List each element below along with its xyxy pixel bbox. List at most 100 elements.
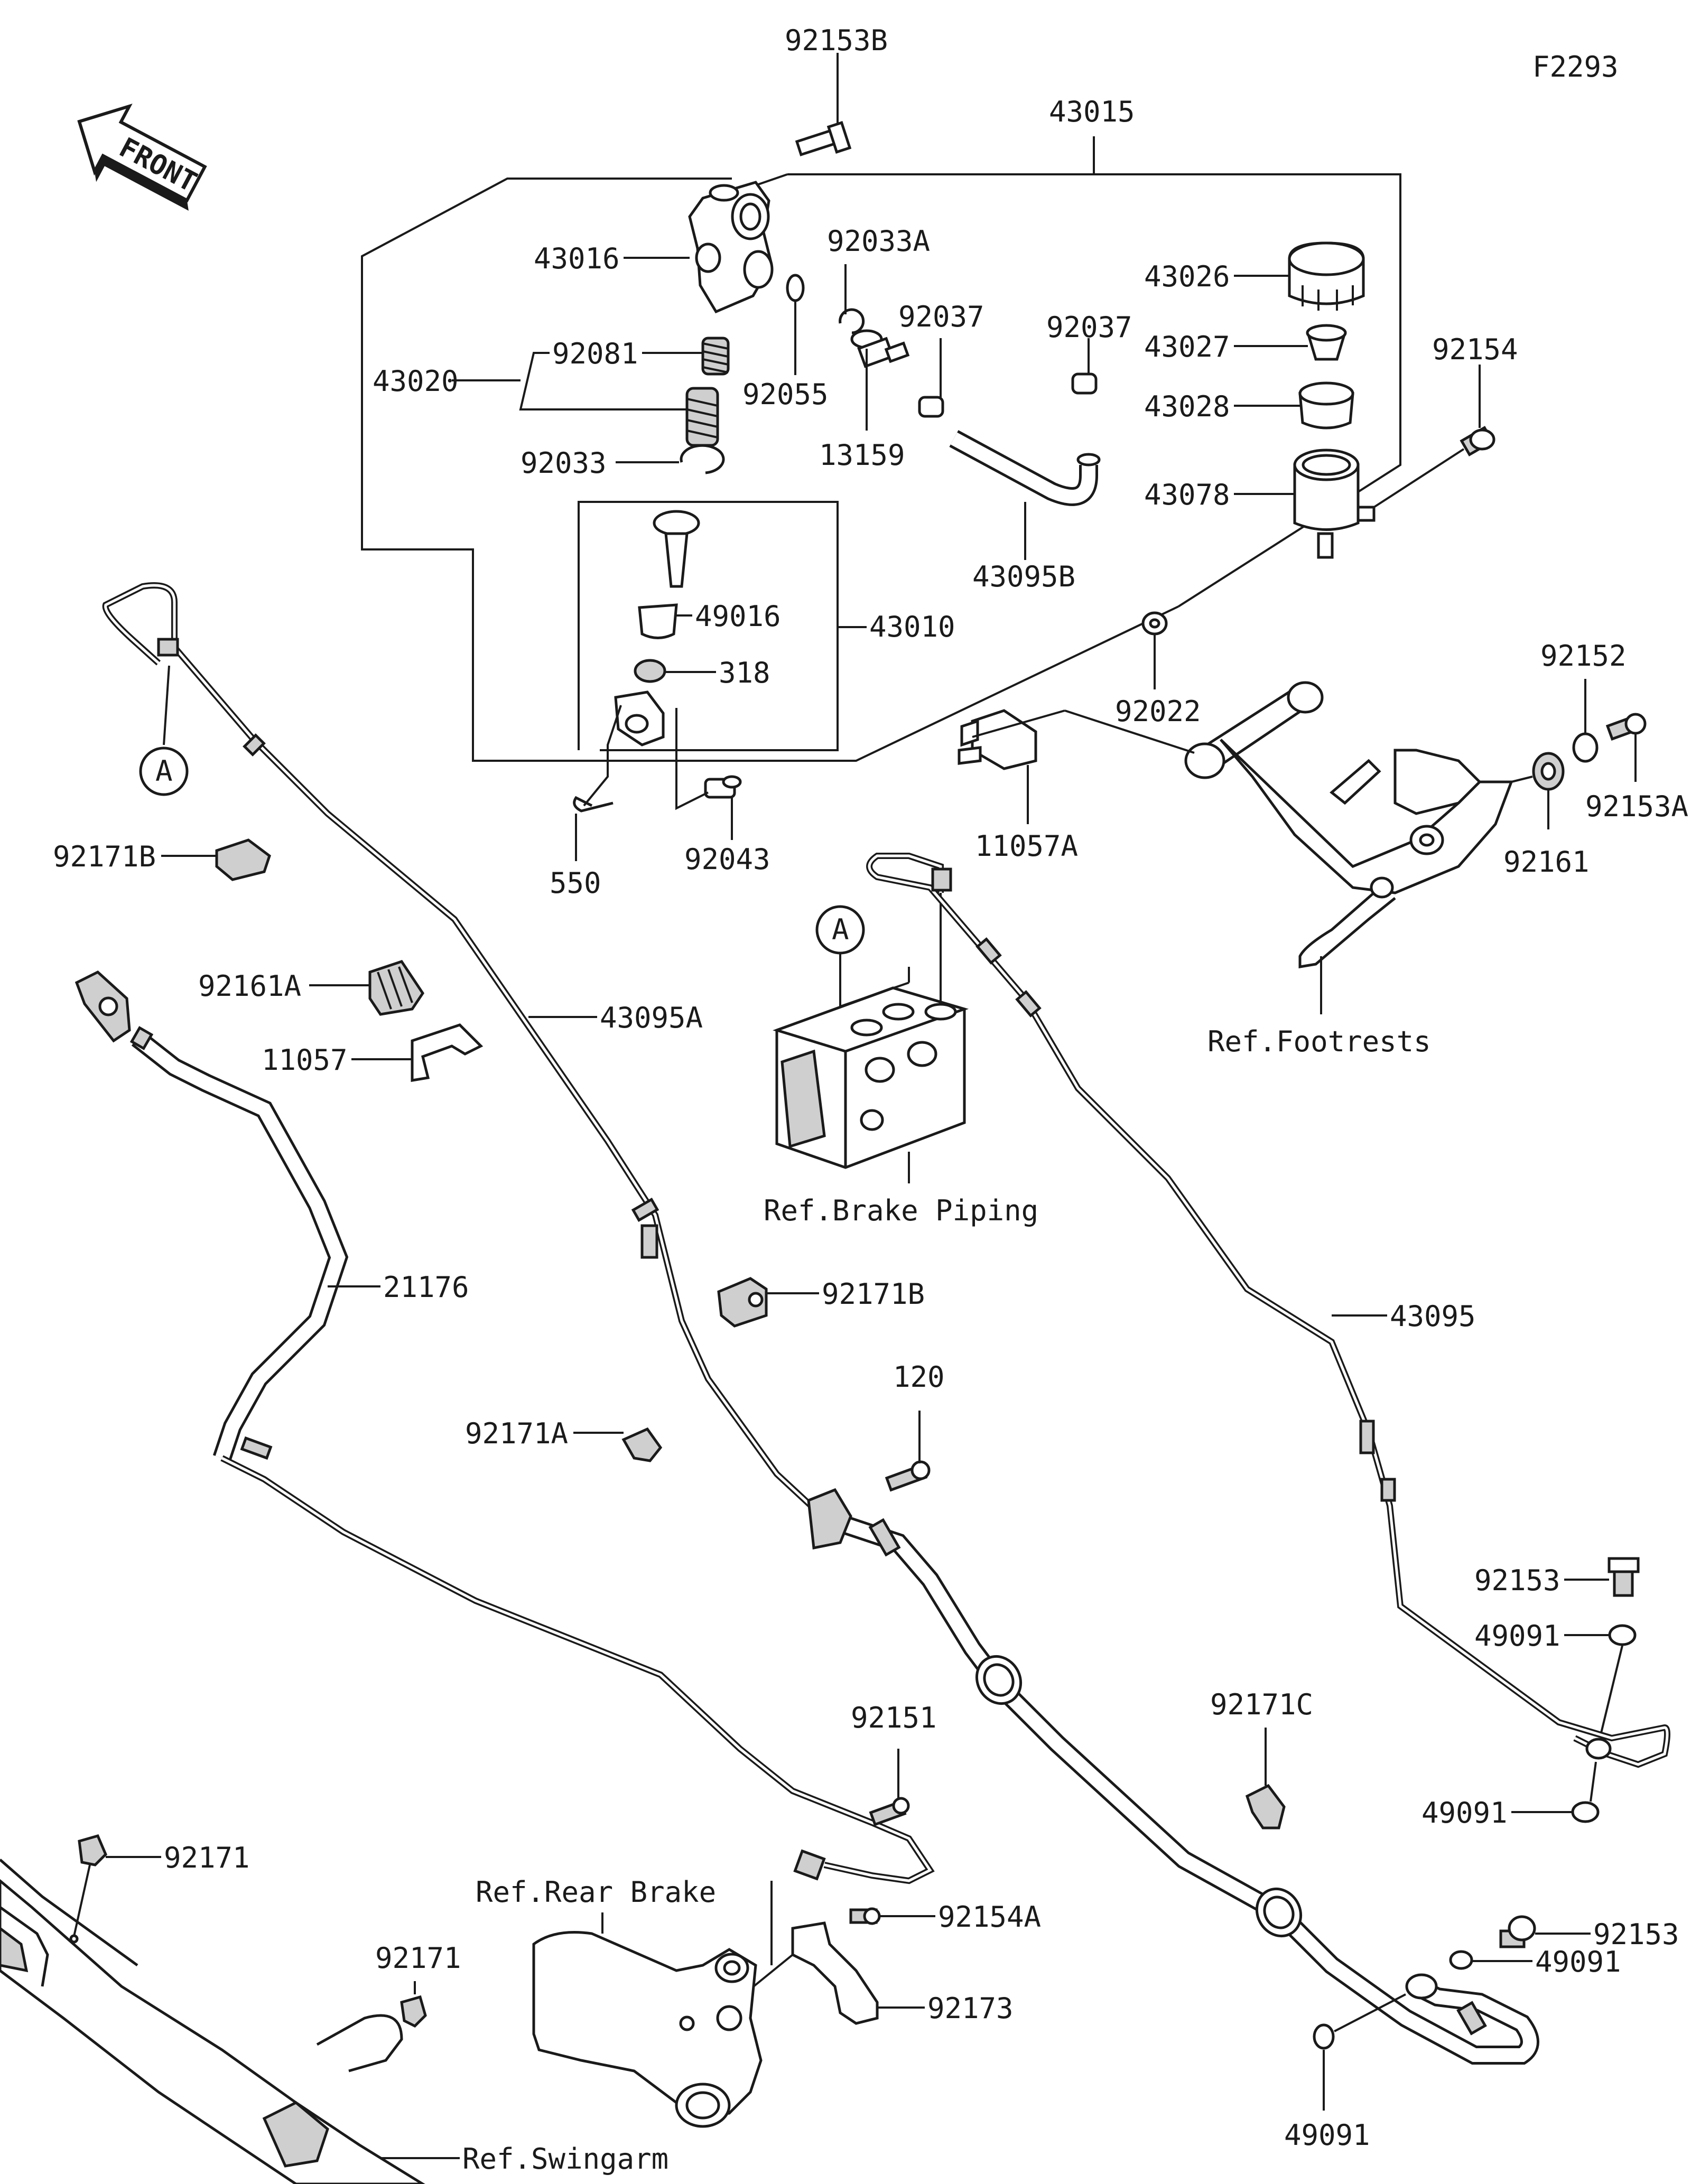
label-13159: 13159	[819, 438, 905, 472]
label-49091-c: 49091	[1535, 1945, 1621, 1978]
rear-brake-caliper	[532, 1931, 763, 2128]
bolt-92153A	[1605, 713, 1647, 741]
label-92022: 92022	[1115, 695, 1201, 728]
bolt-92154	[1460, 426, 1495, 456]
label-43026: 43026	[1144, 260, 1230, 293]
label-92153B: 92153B	[785, 24, 888, 57]
bolt-92153-lower	[1499, 1915, 1536, 1948]
label-11057: 11057	[262, 1043, 348, 1077]
label-120: 120	[893, 1360, 945, 1394]
clip-92171A	[621, 1427, 663, 1462]
label-92081: 92081	[552, 337, 638, 370]
label-43028: 43028	[1144, 390, 1230, 423]
label-92153A: 92153A	[1585, 790, 1688, 823]
label-92033A: 92033A	[827, 225, 930, 258]
bolt-92153-upper	[1608, 1557, 1640, 1597]
label-92033: 92033	[521, 446, 607, 480]
bolt-92153B	[795, 121, 852, 156]
label-92161A: 92161A	[198, 969, 301, 1003]
boot-49016	[638, 603, 678, 639]
washer-49091-a	[1608, 1624, 1637, 1646]
master-cylinder-body-43016	[688, 181, 774, 314]
label-43016: 43016	[534, 242, 620, 275]
front-arrow-icon: FRONT	[77, 104, 207, 211]
label-49091-b: 49091	[1421, 1796, 1508, 1830]
push-rod	[653, 510, 700, 588]
label-92043: 92043	[684, 843, 770, 876]
bolt-92154A	[849, 1907, 881, 1925]
bolt-92151	[869, 1797, 910, 1826]
figure-code: F2293	[1532, 50, 1619, 83]
label-92171B-upper: 92171B	[53, 840, 156, 873]
label-11057A: 11057A	[975, 829, 1078, 863]
bracket-92173	[791, 1921, 879, 2025]
label-92153-upper: 92153	[1474, 1564, 1560, 1597]
label-21176: 21176	[383, 1271, 469, 1304]
circlip-92033	[680, 444, 725, 474]
label-43010: 43010	[869, 610, 955, 643]
label-49091-a: 49091	[1474, 1619, 1560, 1653]
circle-ref-a-left-label: A	[155, 754, 173, 788]
swingarm	[0, 1859, 425, 2184]
circle-ref-a-center	[815, 905, 865, 955]
label-43095B: 43095B	[972, 560, 1075, 593]
brake-pipe-43095A	[102, 582, 816, 1511]
diaphragm-43028	[1298, 381, 1354, 430]
reservoir-hose-43095B	[949, 430, 1101, 506]
clamp-92171B-upper	[215, 838, 271, 881]
pin-92043	[704, 775, 742, 799]
piston-43020	[685, 387, 719, 447]
ref-rear-brake: Ref.Rear Brake	[476, 1875, 716, 1909]
bracket-11057	[411, 1023, 484, 1082]
bracket-11057A	[958, 709, 1037, 770]
rear-brake-hose	[807, 1488, 1539, 2065]
cotter-pin-550	[573, 796, 614, 813]
clamp-92037-a	[918, 396, 944, 418]
footrest-bracket	[1184, 681, 1513, 968]
sensor-wire-21176	[75, 970, 935, 1884]
label-43027: 43027	[1144, 330, 1230, 363]
o-ring-92055	[786, 274, 805, 302]
abs-hydraulic-unit	[773, 986, 969, 1169]
master-cylinder-group: 43015 43010 92153B 43016 92055	[361, 24, 1518, 900]
bolt-120	[885, 1460, 931, 1492]
clip-92171C	[1245, 1784, 1286, 1830]
nut-318	[634, 659, 666, 683]
spring-92081	[701, 337, 730, 376]
fitting-13159	[850, 329, 910, 368]
diaphragm-plate-43027	[1306, 324, 1347, 361]
clip-92171-lower	[400, 1995, 427, 2028]
reservoir-cap-43026	[1288, 241, 1365, 311]
circle-ref-a-left	[139, 746, 189, 796]
label-43078: 43078	[1144, 478, 1230, 511]
label-92171-upper: 92171	[164, 1841, 250, 1874]
label-92161: 92161	[1503, 845, 1590, 879]
circle-ref-a-center-label: A	[832, 913, 849, 946]
label-43095A: 43095A	[600, 1001, 703, 1034]
washer-49091-d	[1313, 2023, 1335, 2050]
clip-92171-upper	[78, 1834, 107, 1866]
circlip-92033A	[839, 308, 865, 334]
label-92171-lower: 92171	[375, 1942, 461, 1975]
label-92154: 92154	[1432, 333, 1518, 366]
label-49091-d: 49091	[1284, 2118, 1370, 2152]
ref-brake-piping: Ref.Brake Piping	[764, 1194, 1038, 1227]
label-92037-a: 92037	[898, 300, 984, 333]
label-92154A: 92154A	[938, 1900, 1041, 1934]
label-92055: 92055	[742, 378, 829, 411]
collar-92161	[1532, 752, 1565, 791]
grommet-92161A	[368, 960, 425, 1016]
label-43095: 43095	[1390, 1300, 1476, 1333]
label-43015: 43015	[1049, 95, 1135, 128]
label-92173: 92173	[927, 1992, 1014, 2025]
washer-92152	[1572, 732, 1599, 763]
label-92152: 92152	[1540, 639, 1627, 673]
label-43020: 43020	[373, 365, 459, 398]
reservoir-43078	[1293, 449, 1376, 559]
washer-49091-b	[1571, 1801, 1600, 1823]
label-92171B-center: 92171B	[822, 1277, 925, 1311]
ref-swingarm: Ref.Swingarm	[462, 2142, 668, 2176]
label-92171A: 92171A	[465, 1417, 568, 1450]
label-92171C: 92171C	[1210, 1688, 1313, 1721]
